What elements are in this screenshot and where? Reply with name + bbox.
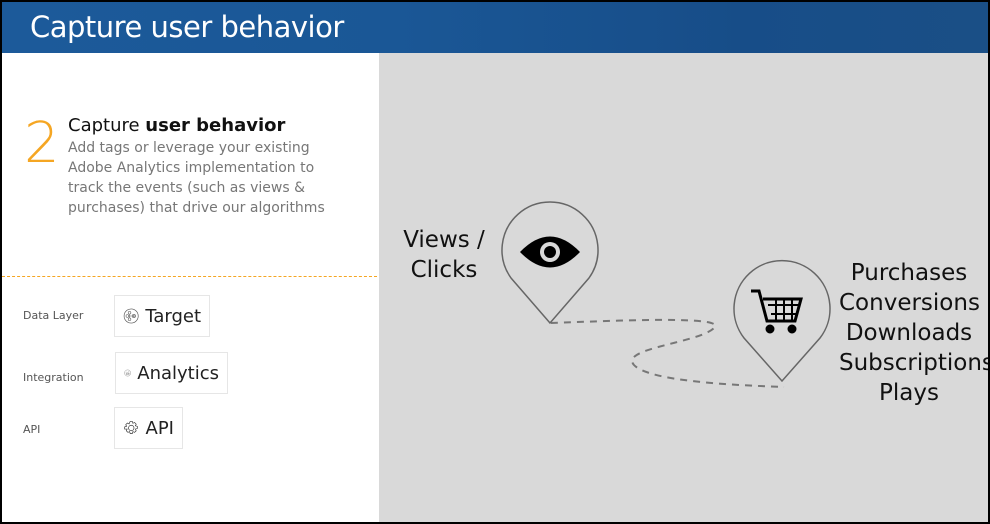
step-number: 2: [24, 111, 60, 176]
api-chip[interactable]: API: [114, 407, 183, 449]
page-title: Capture user behavior: [30, 10, 344, 44]
api-label: API: [145, 417, 174, 439]
row-label-api: API: [23, 423, 41, 436]
target-chip[interactable]: Target: [114, 295, 210, 337]
views-pin: [501, 201, 599, 325]
step-description: Add tags or leverage your existing Adobe…: [68, 140, 325, 216]
purchase-pin: [733, 259, 831, 383]
target-icon: [123, 308, 139, 324]
outcome-item: Downloads: [845, 320, 973, 346]
journey-diagram: Views / Clicks Purchases Conversions Dow…: [379, 53, 988, 522]
outcome-item: Plays: [879, 380, 939, 406]
analytics-icon: [124, 369, 131, 377]
step-title-bold: user behavior: [145, 115, 286, 136]
step-title-plain: Capture: [68, 115, 146, 136]
journey-path: [501, 201, 831, 388]
left-panel: 2 Capture user behavior Add tags or leve…: [2, 53, 379, 522]
divider: [2, 276, 377, 277]
row-label-integration: Integration: [23, 371, 84, 384]
header: Capture user behavior: [2, 2, 988, 53]
cart-icon: [751, 289, 803, 334]
gear-icon: [124, 421, 138, 434]
analytics-chip[interactable]: Analytics: [115, 352, 228, 394]
row-label-data-layer: Data Layer: [23, 309, 84, 322]
analytics-label: Analytics: [137, 362, 219, 384]
outcome-item: Purchases: [850, 260, 968, 286]
outcomes-list: Purchases Conversions Downloads Subscrip…: [839, 258, 988, 408]
outcome-item: Subscriptions: [839, 350, 988, 376]
outcome-item: Conversions: [839, 290, 980, 316]
eye-icon: [520, 236, 580, 268]
views-clicks-label: Views / Clicks: [403, 227, 485, 283]
step-title: Capture user behavior: [68, 115, 285, 136]
target-label: Target: [145, 305, 201, 327]
